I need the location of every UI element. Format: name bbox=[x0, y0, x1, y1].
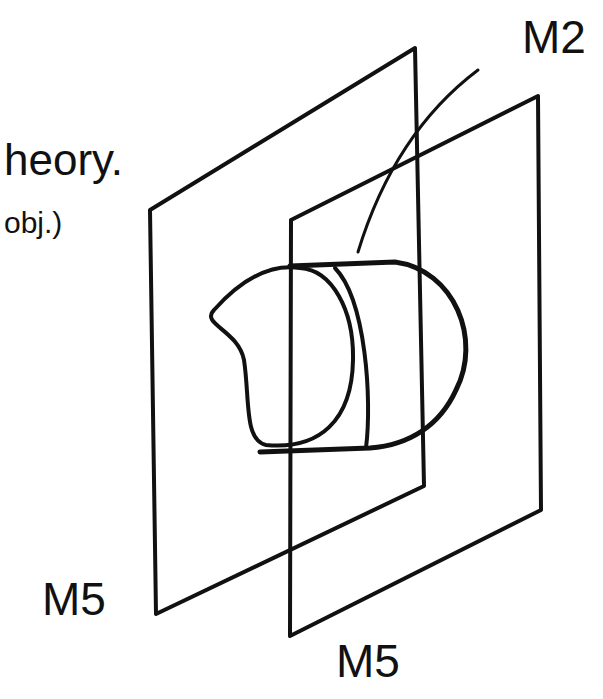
slide-title-fragment: heory. bbox=[2, 136, 125, 184]
m2-brane bbox=[211, 267, 353, 445]
m2-brane bbox=[260, 262, 466, 452]
brane-label: M5 bbox=[334, 636, 402, 687]
m2-brane bbox=[335, 268, 368, 448]
m5-plane bbox=[150, 48, 424, 614]
m5-plane bbox=[290, 96, 541, 636]
slide-text-fragment: obj.) bbox=[2, 206, 64, 239]
brane-label: M2 bbox=[520, 12, 588, 63]
leader-line bbox=[358, 70, 478, 252]
brane-label: M5 bbox=[40, 574, 108, 625]
